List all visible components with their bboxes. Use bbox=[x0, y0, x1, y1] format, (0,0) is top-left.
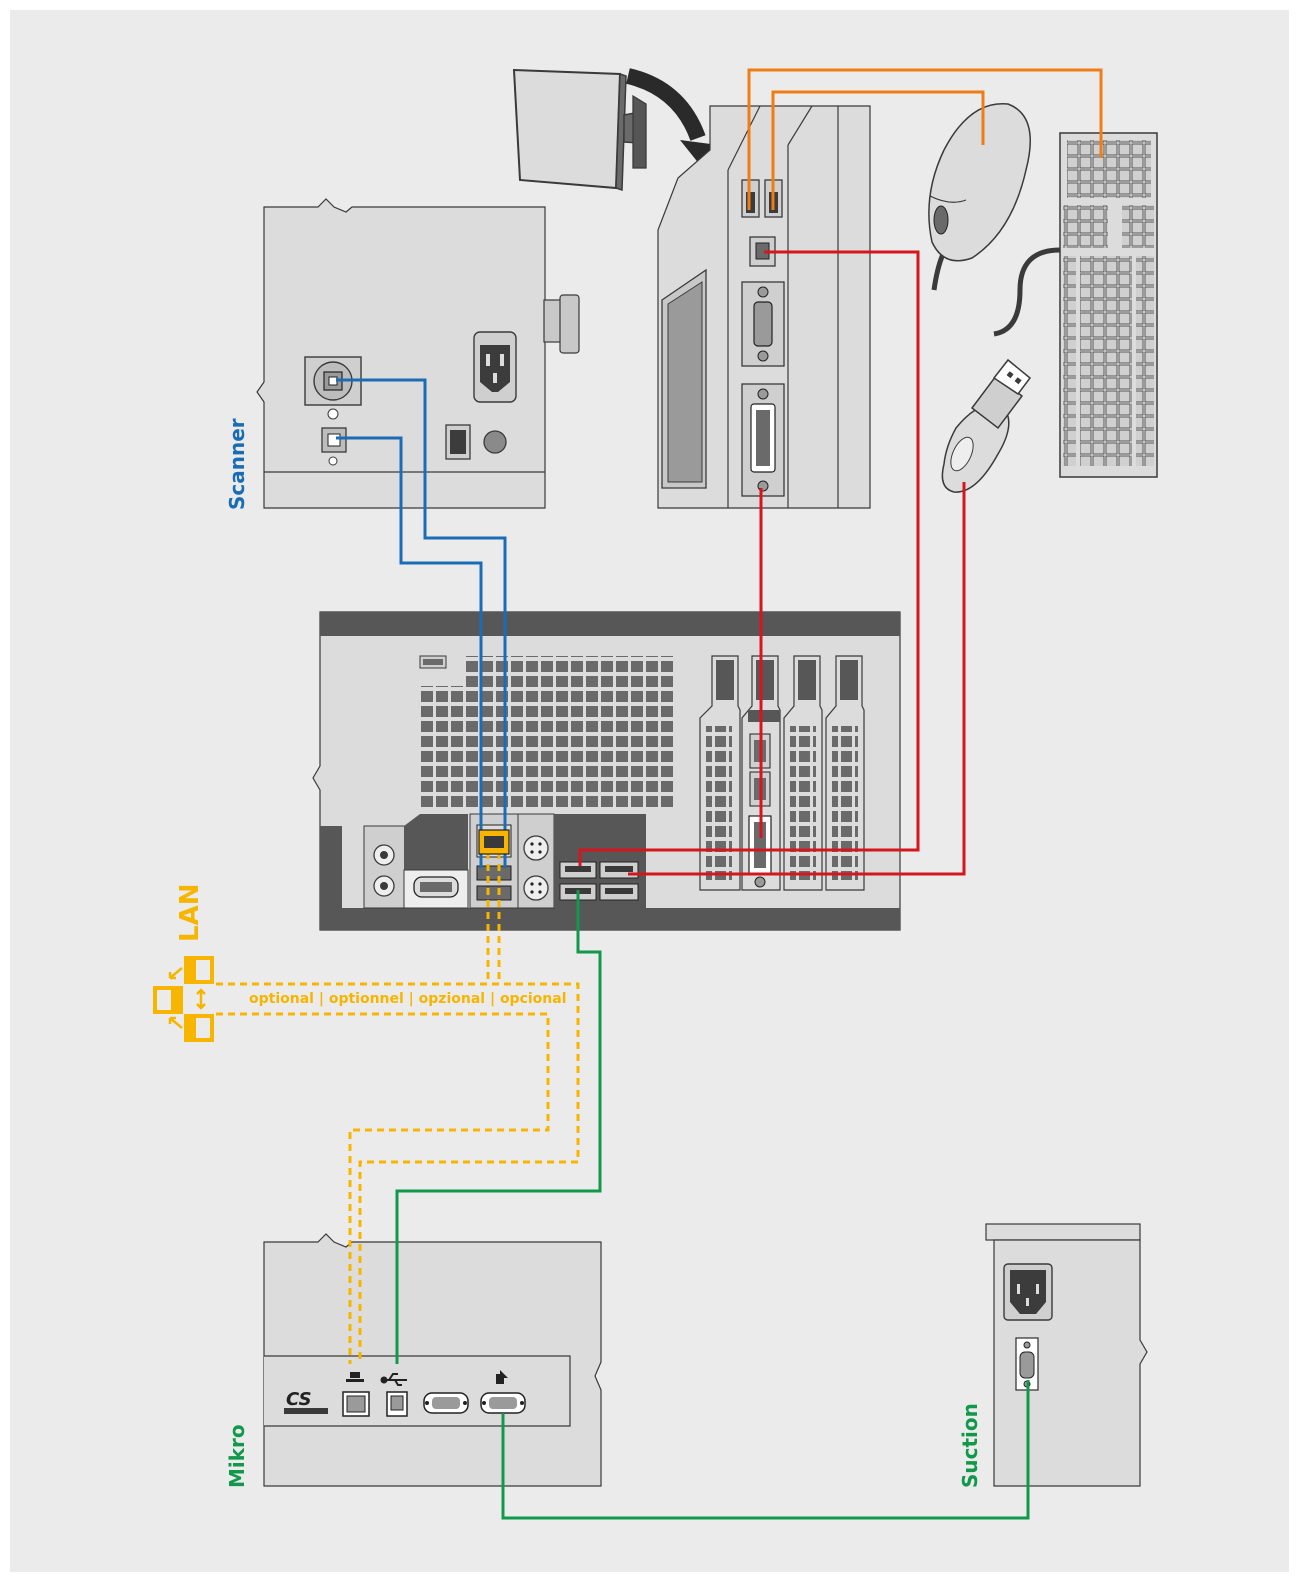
scanner-label: Scanner bbox=[225, 418, 249, 510]
usb-symbol-icon bbox=[380, 1373, 407, 1386]
video-cables-red bbox=[578, 250, 966, 876]
mikro-device: CS bbox=[263, 1233, 602, 1487]
lan-label: LAN bbox=[175, 884, 205, 942]
keyboard-icon bbox=[993, 132, 1158, 478]
usb-dongle-icon bbox=[941, 358, 1032, 493]
monitor-icon bbox=[512, 68, 647, 192]
input-cables-orange bbox=[747, 68, 1103, 210]
lan-network-icon bbox=[153, 956, 214, 1042]
lan-cables-yellow bbox=[216, 852, 580, 1364]
serial-cables-green bbox=[395, 890, 1030, 1520]
suction-label: Suction bbox=[958, 1403, 982, 1488]
optional-label: optional | optionnel | opzional | opcion… bbox=[249, 991, 567, 1007]
scanner-device bbox=[256, 198, 580, 509]
mikro-label: Mikro bbox=[225, 1424, 249, 1488]
suction-device bbox=[985, 1223, 1148, 1487]
mouse-icon bbox=[928, 102, 1032, 291]
display-side-panel bbox=[657, 105, 871, 509]
pc-tower bbox=[312, 611, 901, 931]
serial-symbol-icon bbox=[496, 1370, 508, 1384]
usb-cables-blue bbox=[336, 378, 507, 868]
cs-logo: CS bbox=[286, 1389, 312, 1410]
